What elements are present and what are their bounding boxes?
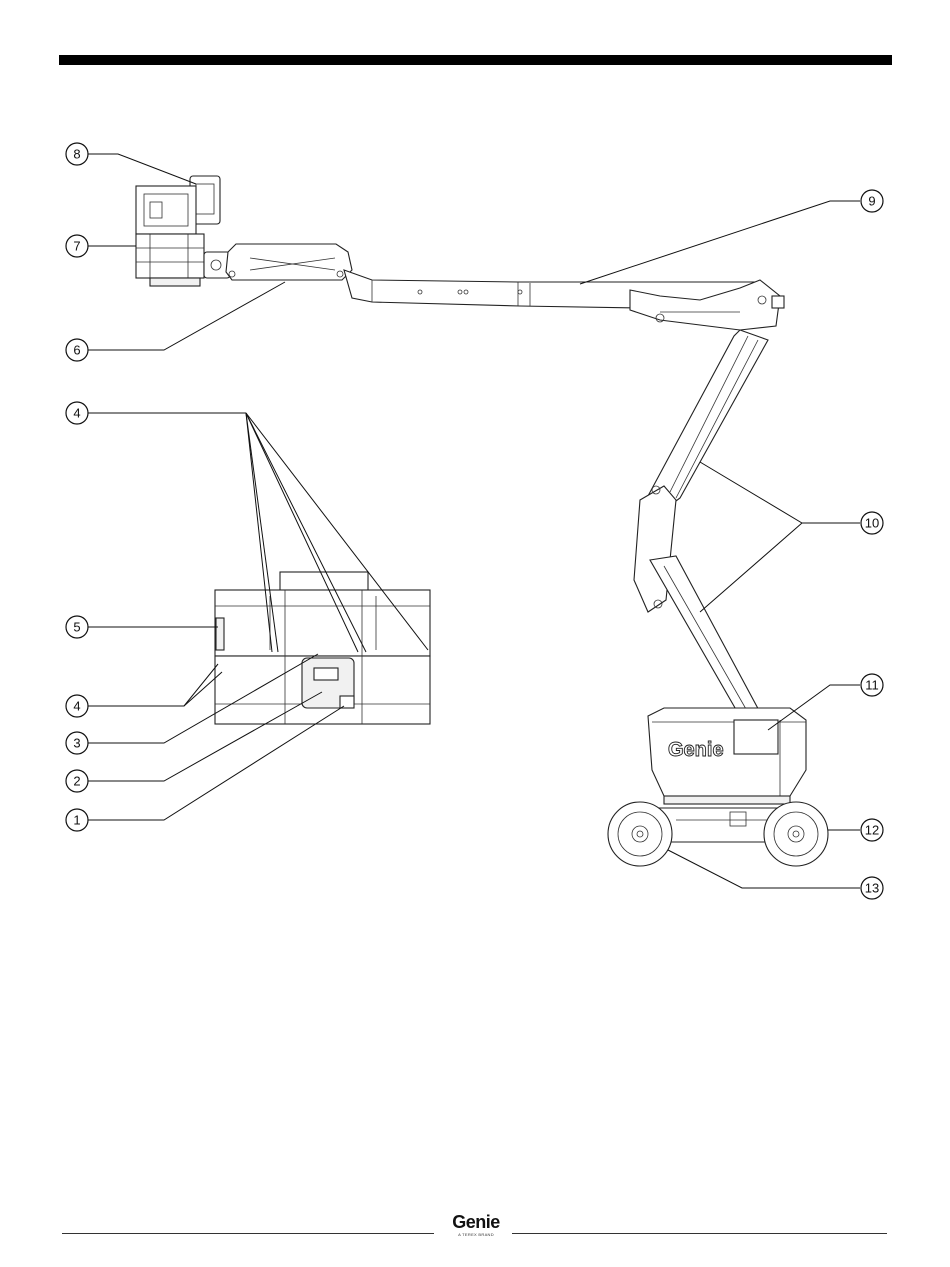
svg-text:12: 12 [865,823,879,838]
svg-text:4: 4 [73,699,80,714]
platform-assembly [136,176,230,286]
callout-13: 13 [861,877,883,899]
callout-10: 10 [861,512,883,534]
jib-boom [226,244,352,280]
svg-text:11: 11 [865,678,879,693]
callout-4-lower: 4 [66,695,88,717]
brand-decal: Genie [668,739,724,761]
svg-text:5: 5 [73,620,80,635]
footer-rule-left [62,1233,434,1234]
callout-8: 8 [66,143,88,165]
callout-1: 1 [66,809,88,831]
logo-tagline: A TEREX BRAND [445,1232,507,1238]
logo-wordmark: Genie [445,1212,507,1232]
callout-7: 7 [66,235,88,257]
svg-text:8: 8 [73,147,80,162]
footer-rule-right [512,1233,887,1234]
svg-text:10: 10 [865,516,879,531]
wheel-front [764,802,828,866]
svg-text:3: 3 [73,736,80,751]
svg-text:4: 4 [73,406,80,421]
svg-text:7: 7 [73,239,80,254]
wheel-rear [608,802,672,866]
callout-9: 9 [861,190,883,212]
callout-3: 3 [66,732,88,754]
svg-text:2: 2 [73,774,80,789]
svg-text:9: 9 [868,194,875,209]
callout-2: 2 [66,770,88,792]
callout-6: 6 [66,339,88,361]
svg-text:6: 6 [73,343,80,358]
secondary-boom [634,330,768,720]
svg-text:1: 1 [73,813,80,828]
callout-11: 11 [861,674,883,696]
callout-5: 5 [66,616,88,638]
callout-4-upper: 4 [66,402,88,424]
primary-boom [344,270,784,330]
callout-12: 12 [861,819,883,841]
svg-text:13: 13 [865,881,879,896]
genie-logo: Genie A TEREX BRAND [445,1212,507,1238]
turntable: Genie [648,708,806,796]
page-footer: Genie A TEREX BRAND [62,1212,887,1242]
cabinet-detail [215,572,430,724]
